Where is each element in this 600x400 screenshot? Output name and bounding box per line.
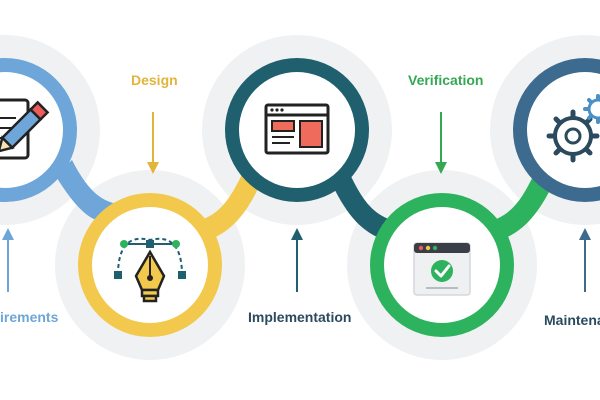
stage-label-maintenance: Maintena — [544, 312, 600, 328]
arrow-implementation-up — [291, 228, 303, 292]
arrow-verification-down — [435, 112, 447, 174]
arrow-design-down — [147, 112, 159, 174]
vector-pen-tool-icon — [114, 237, 186, 303]
stage-label-requirements: irements — [0, 309, 59, 325]
gears-icon — [546, 94, 600, 163]
arrow-maintenance-up — [579, 228, 591, 292]
arrow-requirements-up — [2, 228, 14, 292]
stage-label-implementation: Implementation — [248, 309, 352, 325]
browser-checkmark-icon — [413, 242, 471, 296]
stage-label-design: Design — [131, 72, 178, 88]
pencil-on-paper-icon — [0, 98, 50, 160]
browser-window-layout-icon — [264, 103, 330, 155]
stage-label-verification: Verification — [408, 72, 484, 88]
